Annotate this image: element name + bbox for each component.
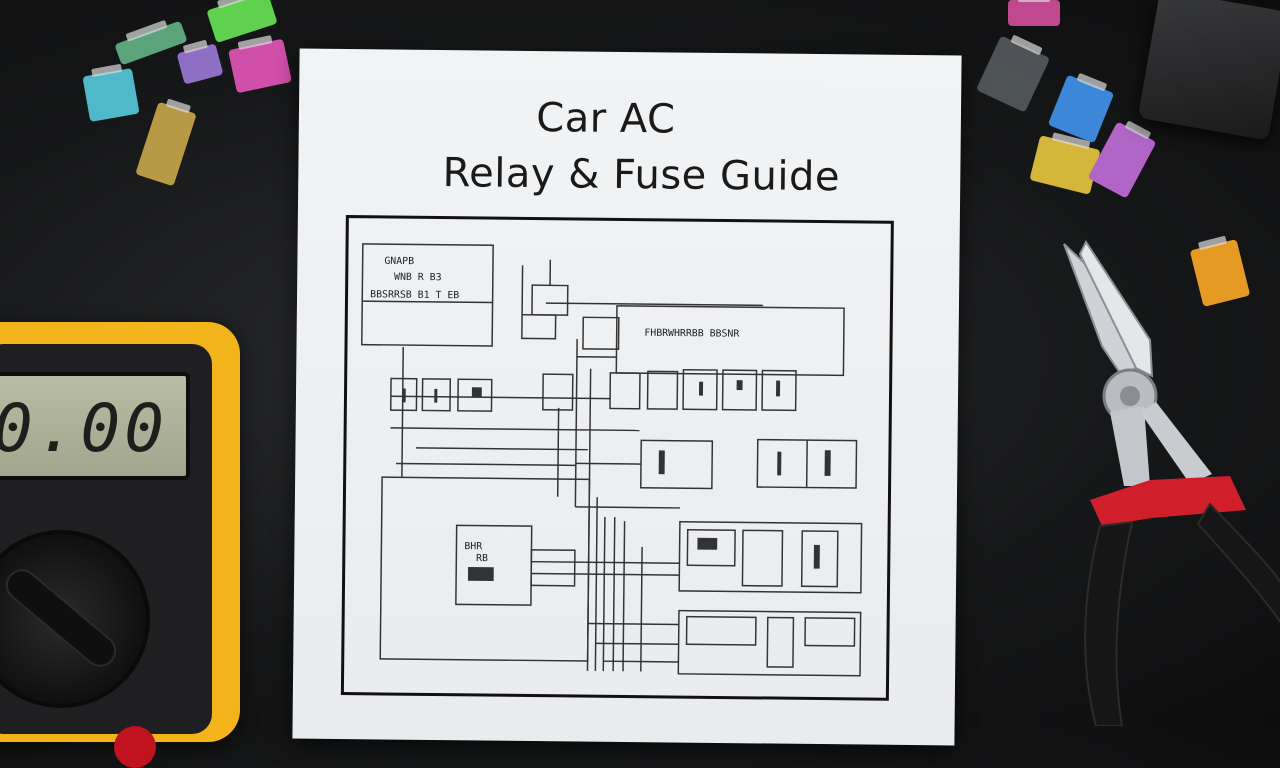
fuse-yellow: [1029, 135, 1100, 195]
svg-text:RB: RB: [476, 553, 488, 564]
fuse-violet: [177, 43, 224, 84]
wiring-diagram-drawing: GNAPB WNB R B3 BBSRRSB B1 T EB FHBRWHRRB…: [344, 218, 891, 698]
multimeter-red-jack: [114, 726, 156, 768]
diagram-block-top-right: [616, 306, 844, 376]
multimeter-display: 0.00: [0, 372, 190, 480]
sheet-title-line-1: Car AC: [275, 92, 937, 145]
svg-text:WNB R B3: WNB R B3: [394, 272, 442, 283]
fuse-magenta-top: [1008, 0, 1060, 26]
svg-text:FHBRWHRRBB BBSNR: FHBRWHRRBB BBSNR: [644, 328, 739, 340]
svg-text:BBSRRSB B1 T EB: BBSRRSB B1 T EB: [370, 289, 459, 301]
guide-sheet: Car AC Relay & Fuse Guide: [292, 49, 961, 746]
multimeter: 0.00: [0, 322, 240, 742]
multimeter-dial: [0, 530, 150, 708]
fuse-blue: [82, 68, 139, 122]
workbench-scene: Car AC Relay & Fuse Guide: [0, 0, 1280, 720]
diagram-block-bottom-left: [456, 525, 532, 605]
multimeter-face: 0.00: [0, 344, 212, 734]
fuse-pink: [228, 39, 292, 94]
fuse-tan: [135, 102, 197, 187]
pliers-handles: [1085, 476, 1280, 726]
wiring-diagram: GNAPB WNB R B3 BBSRRSB B1 T EB FHBRWHRRB…: [341, 215, 894, 701]
svg-text:GNAPB: GNAPB: [384, 256, 414, 267]
fuse-teal: [114, 21, 187, 66]
pliers-jaws: [1064, 242, 1212, 486]
svg-text:BHR: BHR: [464, 541, 482, 552]
fuse-clear: [976, 35, 1050, 112]
sheet-title-line-2: Relay & Fuse Guide: [310, 149, 972, 202]
multimeter-readout: 0.00: [0, 390, 168, 467]
multimeter-knob: [2, 565, 120, 670]
pliers: [1040, 236, 1280, 726]
diagram-block-bottom-right: [679, 522, 861, 593]
relay-block: [1138, 0, 1280, 140]
